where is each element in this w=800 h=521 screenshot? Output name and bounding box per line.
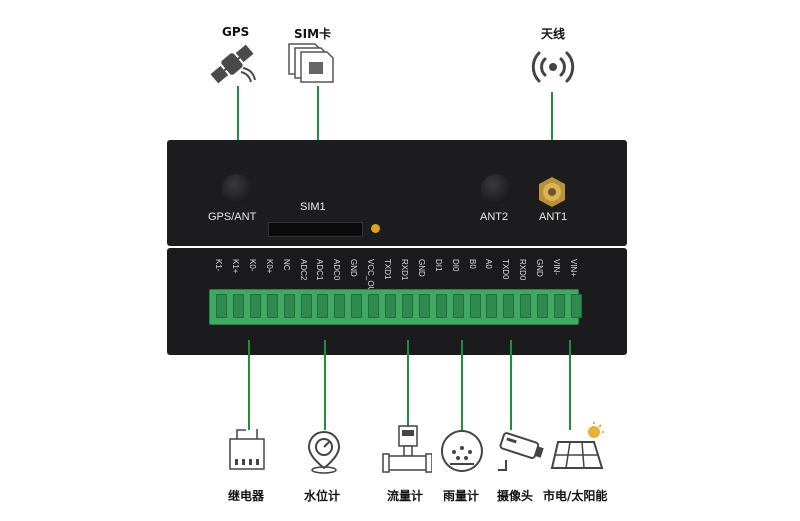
terminal-screw [537, 294, 549, 318]
terminal-screw [283, 294, 295, 318]
terminal-screw [435, 294, 447, 318]
antenna-icon [531, 51, 575, 83]
gps-ant-connector [222, 174, 252, 204]
pin-label: A0 [484, 259, 494, 269]
terminal-screw [486, 294, 498, 318]
water-level-connector-line [324, 340, 326, 430]
flow-connector-line [407, 340, 409, 426]
terminal-screw [351, 294, 363, 318]
terminal-screw [554, 294, 565, 318]
pin-label: K0+ [264, 259, 274, 274]
pin-label: GND [535, 259, 545, 277]
sim-slot[interactable] [268, 222, 363, 237]
terminal-screw [334, 294, 346, 318]
solar-panel-icon [550, 422, 604, 469]
sim-card-icon [288, 43, 334, 83]
pin-label: VIN- [552, 259, 561, 275]
pin-label: RXD1 [399, 259, 409, 281]
flow-meter-label: 流量计 [387, 489, 424, 503]
ant1-sma-connector [539, 177, 565, 207]
pin-label: DI0 [450, 259, 460, 272]
ant2-label: ANT2 [480, 211, 509, 223]
pin-label: RXD0 [518, 259, 528, 281]
relay-icon [229, 429, 265, 470]
pin-label: GND [416, 259, 426, 277]
terminal-screw [570, 294, 582, 318]
pin-label: DI1 [433, 259, 443, 272]
pin-label: GND [349, 259, 359, 277]
terminal-screw [232, 294, 244, 318]
gps-connector-line [237, 86, 239, 181]
ant2-connector [481, 174, 511, 204]
camera-icon [498, 432, 544, 471]
solar-connector-line [569, 340, 571, 430]
terminal-screw [520, 294, 532, 318]
terminal-screw [452, 294, 464, 318]
ant1-label: ANT1 [539, 211, 568, 223]
relay-connector-line [248, 340, 250, 430]
flow-meter-icon [382, 425, 432, 473]
terminal-screw [368, 294, 380, 318]
terminal-screw [503, 294, 515, 318]
terminal-screw [300, 294, 312, 318]
pin-label: ADC0 [332, 259, 342, 281]
terminal-screw [216, 294, 227, 318]
pin-label: TXD1 [383, 259, 392, 280]
pin-label: K0- [247, 259, 257, 272]
rain-gauge-icon [441, 430, 483, 472]
status-led [371, 224, 380, 233]
camera-connector-line [510, 340, 512, 430]
water-level-icon [307, 430, 341, 474]
rain-connector-line [461, 340, 463, 430]
rain-gauge-label: 雨量计 [443, 489, 480, 503]
water-level-label: 水位计 [304, 489, 341, 503]
sim1-label: SIM1 [300, 201, 326, 213]
pin-label: B0 [467, 259, 477, 269]
terminal-screw [401, 294, 413, 318]
relay-label: 继电器 [228, 489, 265, 503]
pin-label: ADC2 [298, 259, 308, 281]
pin-label: TXD0 [501, 259, 511, 280]
terminal-screw [317, 294, 329, 318]
gps-label: GPS [222, 25, 250, 39]
terminal-screw [266, 294, 278, 318]
pin-label: VIN+ [568, 259, 578, 278]
terminal-screw [385, 294, 396, 318]
terminal-screw [469, 294, 481, 318]
pin-label: NC [281, 259, 291, 271]
satellite-icon [210, 44, 256, 84]
terminal-screw [249, 294, 261, 318]
terminal-screw [418, 294, 430, 318]
pin-label: K1+ [230, 259, 240, 274]
pin-label: K1- [214, 259, 223, 272]
sim-label: SIM卡 [294, 27, 332, 41]
gps-ant-label: GPS/ANT [208, 211, 257, 223]
camera-label: 摄像头 [497, 489, 534, 503]
pin-label: ADC1 [315, 259, 325, 281]
power-label: 市电/太阳能 [543, 489, 608, 503]
antenna-label: 天线 [541, 27, 566, 41]
